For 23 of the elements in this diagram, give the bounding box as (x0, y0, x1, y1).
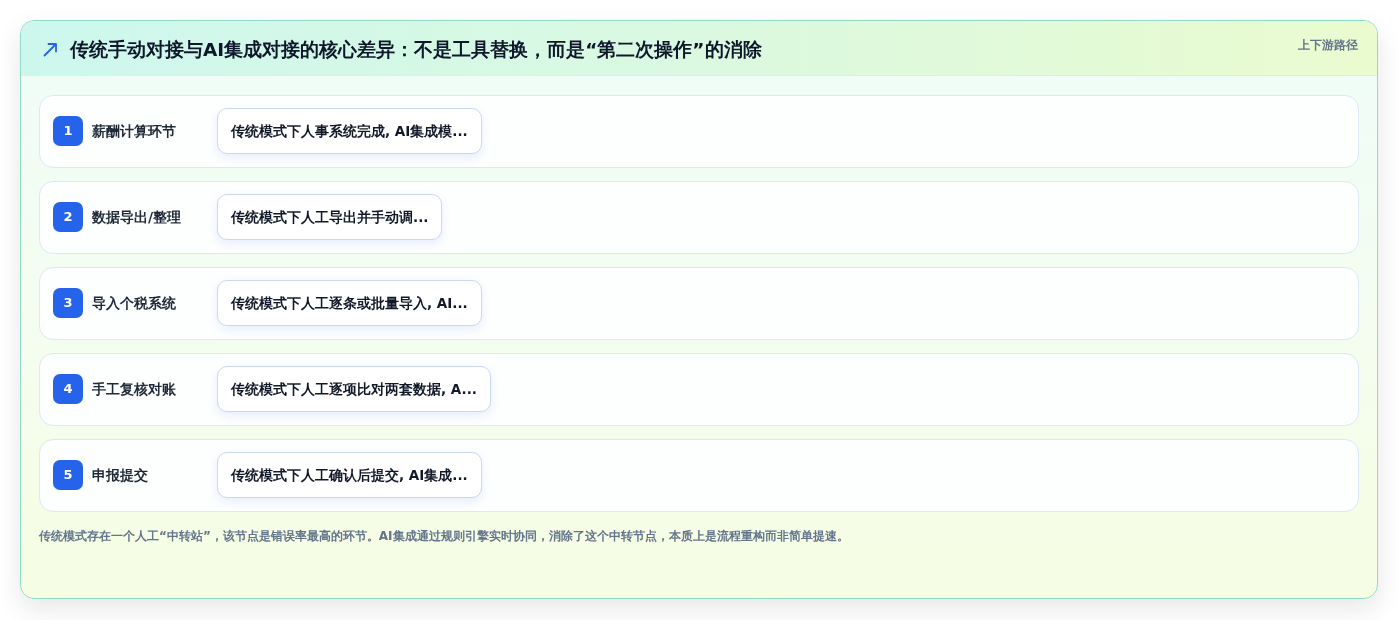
tag-label: 上下游路径 (1298, 37, 1358, 54)
step-row (39, 353, 1359, 426)
step-label: 导入个税系统 (92, 294, 176, 312)
footnote: 传统模式存在一个人工“中转站”，该节点是错误率最高的环节。AI集成通过规则引擎实时协同，消除了这个中转节点，本质上是流程重构而非简单提速。 (39, 528, 849, 545)
step-row (39, 267, 1359, 340)
description-box: 传统模式下人工确认后提交, AI集成... (217, 452, 482, 498)
step-row (39, 181, 1359, 254)
step-row (39, 95, 1359, 168)
step-label: 手工复核对账 (92, 380, 176, 398)
step-label: 申报提交 (92, 466, 148, 484)
step-number-badge: 5 (53, 460, 83, 490)
step-number-badge: 2 (53, 202, 83, 232)
title: 传统手动对接与AI集成对接的核心差异：不是工具替换，而是“第二次操作”的消除 (70, 38, 762, 62)
description-box: 传统模式下人工导出并手动调... (217, 194, 443, 240)
step-label: 薪酬计算环节 (92, 122, 176, 140)
step-row (39, 439, 1359, 512)
step-number-badge: 1 (53, 116, 83, 146)
description-box: 传统模式下人工逐项比对两套数据, A... (217, 366, 491, 412)
description-box: 传统模式下人事系统完成, AI集成模... (217, 108, 482, 154)
step-number-badge: 4 (53, 374, 83, 404)
description-box: 传统模式下人工逐条或批量导入, AI... (217, 280, 482, 326)
step-number-badge: 3 (53, 288, 83, 318)
step-label: 数据导出/整理 (92, 208, 182, 226)
